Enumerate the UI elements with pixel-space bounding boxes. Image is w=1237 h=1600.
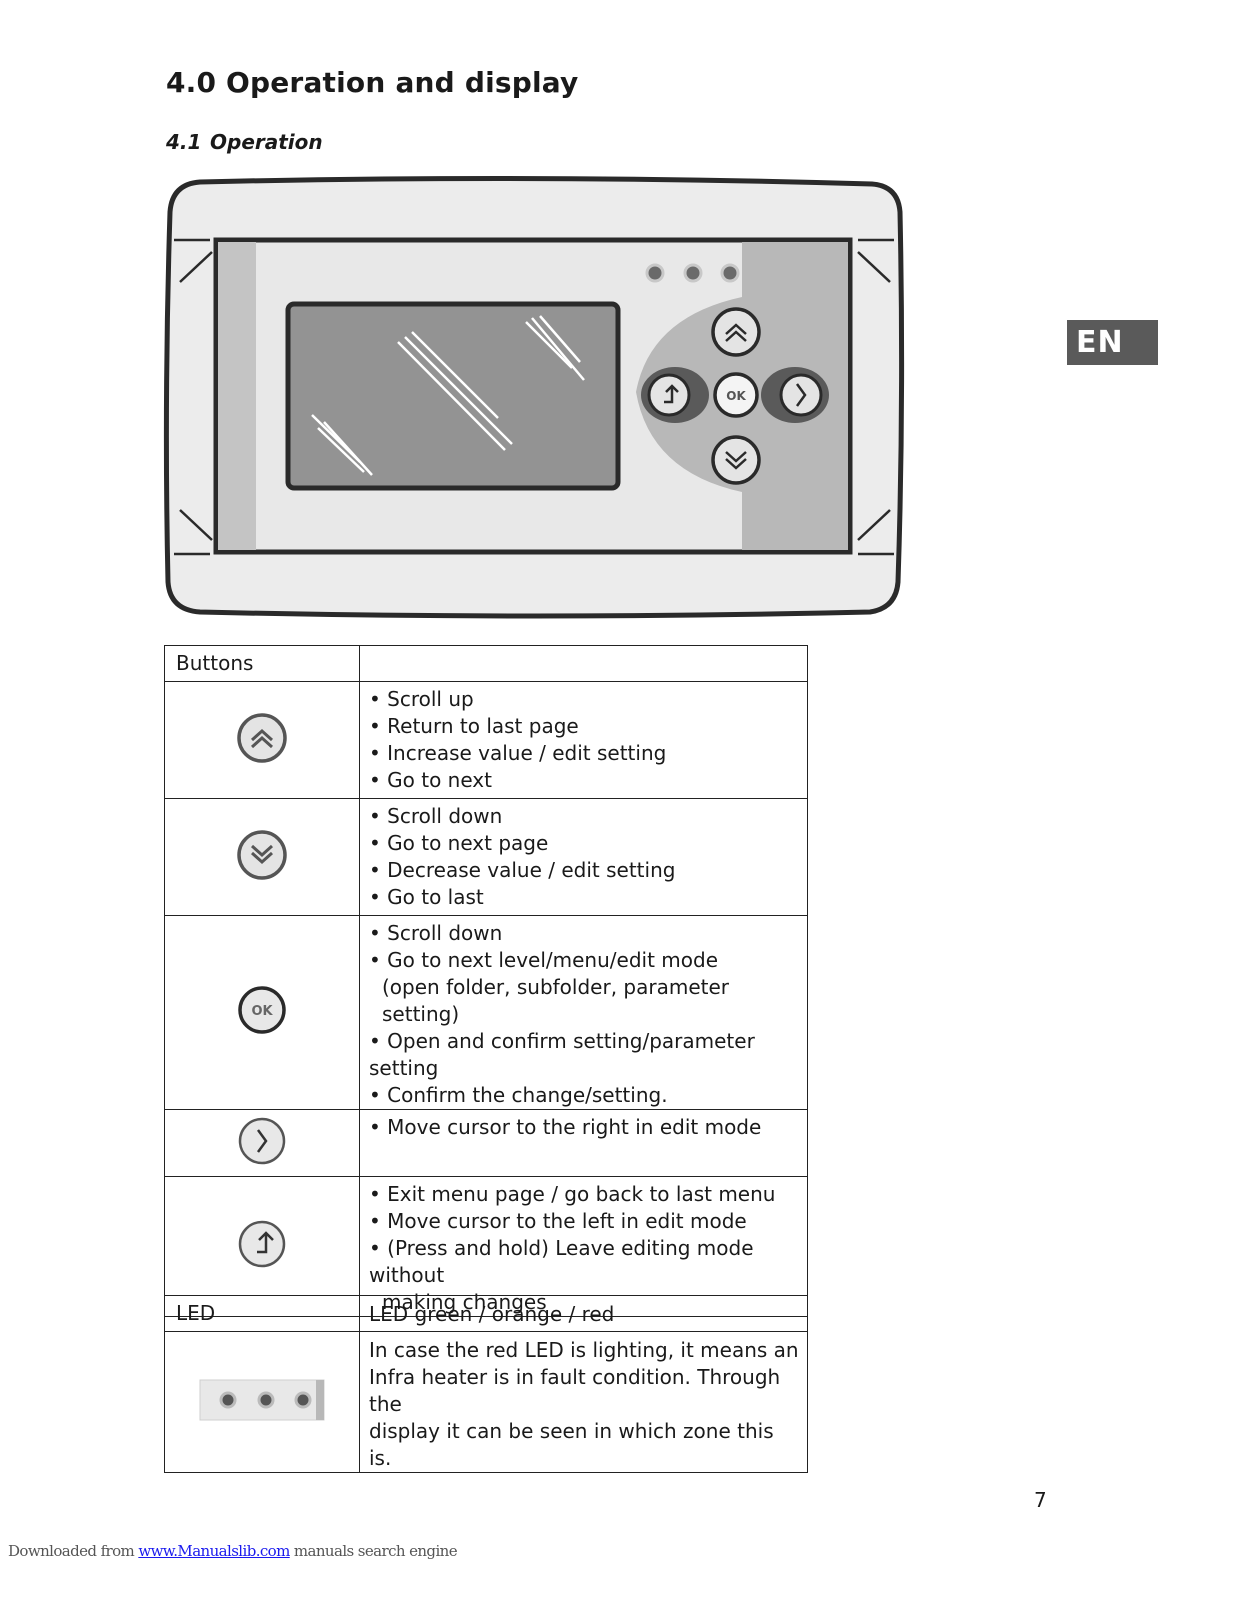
ok-key-label: OK — [726, 389, 746, 403]
list-item: • Confirm the change/setting. — [369, 1083, 668, 1107]
ok-cell: OK — [164, 915, 360, 1110]
scroll-up-description: • Scroll up • Return to last page • Incr… — [359, 681, 808, 799]
list-item: • Return to last page — [369, 714, 579, 738]
controller-device-illustration: OK — [163, 175, 905, 619]
list-item: • Go to last — [369, 885, 484, 909]
section-heading: 4.0 Operation and display — [166, 66, 579, 99]
ok-description: • Scroll down • Go to next level/menu/ed… — [359, 915, 808, 1110]
list-item: • Open and confirm setting/parameter set… — [369, 1029, 755, 1080]
list-item: • Scroll up — [369, 687, 474, 711]
list-item: • Exit menu page / go back to last menu — [369, 1182, 776, 1206]
right-arrow-icon — [238, 1117, 286, 1164]
subsection-heading: 4.1 Operation — [166, 130, 323, 154]
ok-icon: OK — [238, 986, 286, 1034]
back-icon — [238, 1220, 286, 1268]
list-item: • Scroll down — [369, 804, 503, 828]
list-item: • (Press and hold) Leave editing mode wi… — [369, 1236, 754, 1287]
led-description: In case the red LED is lighting, it mean… — [359, 1331, 808, 1473]
ok-icon-label: OK — [251, 1004, 273, 1019]
buttons-header-empty — [359, 645, 808, 682]
scroll-down-cell — [164, 798, 360, 916]
list-item: • Move cursor to the right in edit mode — [369, 1115, 762, 1139]
back-description: • Exit menu page / go back to last menu … — [359, 1176, 808, 1317]
list-item: (open folder, subfolder, parameter setti… — [382, 975, 729, 1026]
list-item: • Increase value / edit setting — [369, 741, 667, 765]
right-arrow-cell — [164, 1109, 360, 1177]
led-header: LED — [164, 1295, 360, 1332]
led-cell — [164, 1331, 360, 1473]
text-line: Infra heater is in fault condition. Thro… — [369, 1365, 781, 1416]
buttons-table: Buttons • Scroll up • Return to last pag… — [164, 645, 808, 1317]
footer-prefix: Downloaded from — [8, 1542, 139, 1560]
list-item: • Go to next level/menu/edit mode — [369, 948, 718, 972]
scroll-down-icon — [237, 829, 287, 880]
back-cell — [164, 1176, 360, 1317]
subsection-title: Operation — [210, 130, 323, 154]
list-item: • Scroll down — [369, 921, 503, 945]
page-number: 7 — [1034, 1488, 1047, 1512]
footer-link[interactable]: www.Manualslib.com — [138, 1542, 290, 1560]
led-colors-header: LED green / orange / red — [359, 1295, 808, 1332]
text-line: display it can be seen in which zone thi… — [369, 1419, 774, 1470]
subsection-number: 4.1 — [166, 130, 202, 154]
led-indicator-icon — [199, 1379, 325, 1420]
language-tab: EN — [1067, 320, 1158, 365]
footer-suffix: manuals search engine — [289, 1542, 458, 1560]
buttons-header: Buttons — [164, 645, 360, 682]
scroll-down-description: • Scroll down • Go to next page • Decrea… — [359, 798, 808, 916]
scroll-up-cell — [164, 681, 360, 799]
scroll-up-icon — [237, 712, 287, 763]
list-item: • Move cursor to the left in edit mode — [369, 1209, 747, 1233]
list-item: • Decrease value / edit setting — [369, 858, 676, 882]
led-table: LED LED green / orange / red In case the… — [164, 1295, 808, 1473]
text-line: In case the red LED is lighting, it mean… — [369, 1338, 799, 1362]
section-title: Operation and display — [226, 66, 579, 99]
right-arrow-description: • Move cursor to the right in edit mode — [359, 1109, 808, 1177]
list-item: • Go to next page — [369, 831, 549, 855]
list-item: • Go to next — [369, 768, 492, 792]
section-number: 4.0 — [166, 66, 217, 99]
footer: Downloaded from www.Manualslib.com manua… — [8, 1542, 458, 1560]
